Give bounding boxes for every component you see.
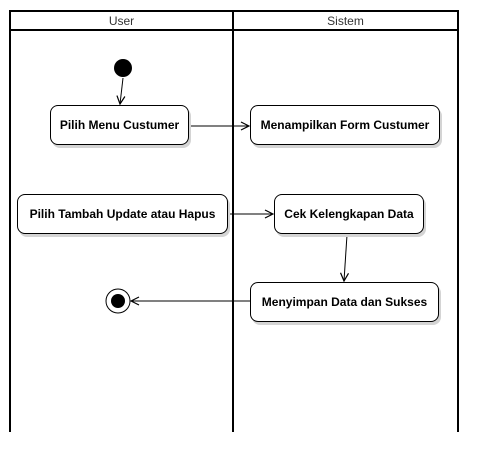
start-node <box>114 59 132 77</box>
activity-pilih-menu-custumer: Pilih Menu Custumer <box>50 105 189 145</box>
activity-pilih-tambah-update-hapus: Pilih Tambah Update atau Hapus <box>17 194 228 234</box>
lane-right-border <box>457 10 459 432</box>
activity-menyimpan-data-dan-sukses: Menyimpan Data dan Sukses <box>250 282 439 322</box>
activity-menampilkan-form-custumer: Menampilkan Form Custumer <box>250 105 440 145</box>
lane-left-border <box>9 10 11 432</box>
end-node <box>105 288 131 314</box>
activity-cek-kelengkapan-data: Cek Kelengkapan Data <box>274 194 424 234</box>
lane-divider <box>232 10 234 432</box>
flow-cek-to-simpan <box>344 234 347 281</box>
flow-start-to-menu <box>120 77 123 104</box>
lane-header-user: User <box>9 10 234 31</box>
lane-header-sistem: Sistem <box>232 10 459 31</box>
